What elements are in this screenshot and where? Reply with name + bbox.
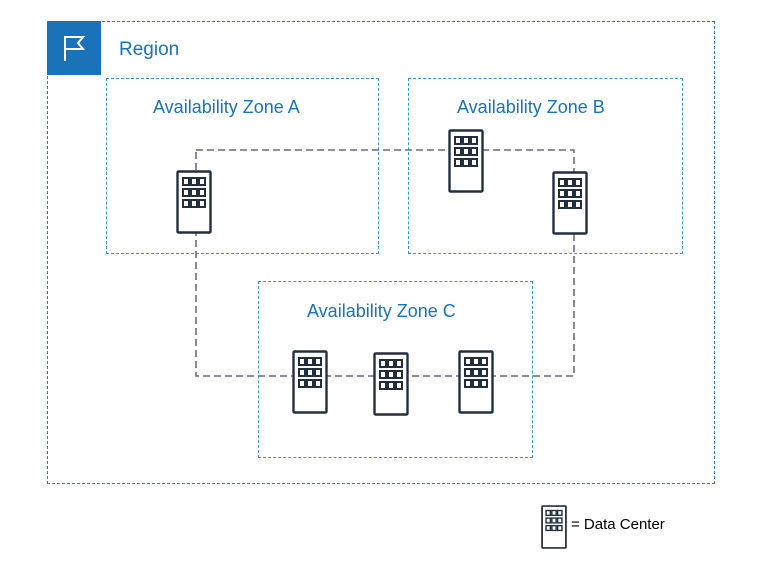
data-center-icon [541, 505, 567, 549]
zone-a-label: Availability Zone A [153, 97, 300, 117]
legend-label: = Data Center [571, 516, 665, 533]
data-center-icon [448, 129, 484, 193]
region-boundary [47, 21, 715, 484]
data-center-icon [373, 352, 409, 416]
data-center-icon [552, 171, 588, 235]
data-center-icon [458, 350, 494, 414]
zone-b-label: Availability Zone B [457, 97, 605, 117]
availability-zone-b [408, 78, 683, 254]
availability-zone-c [258, 281, 533, 458]
region-label: Region [119, 39, 180, 60]
data-center-icon [292, 350, 328, 414]
zone-c-label: Availability Zone C [307, 301, 456, 321]
data-center-icon [176, 170, 212, 234]
flag-icon [47, 21, 101, 75]
availability-zone-a [106, 78, 379, 254]
